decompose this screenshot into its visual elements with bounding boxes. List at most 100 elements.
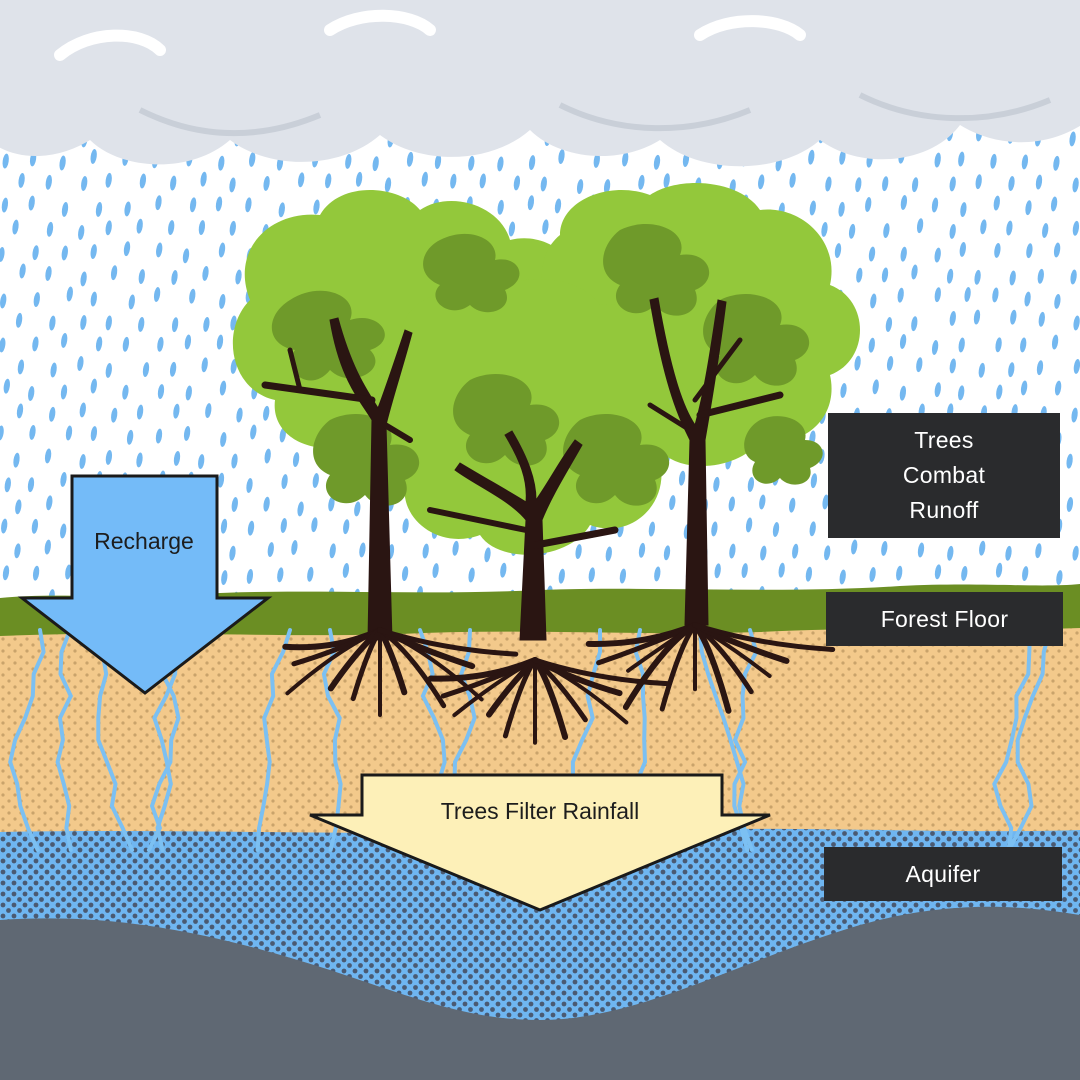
raindrop-icon xyxy=(1037,268,1044,284)
raindrop-icon xyxy=(46,221,54,237)
raindrop-icon xyxy=(978,362,985,378)
raindrop-icon xyxy=(230,358,237,374)
raindrop-icon xyxy=(1020,337,1027,353)
raindrop-icon xyxy=(1073,315,1080,331)
raindrop-icon xyxy=(772,522,780,537)
raindrop-icon xyxy=(247,520,255,536)
raindrop-icon xyxy=(124,201,131,217)
raindrop-icon xyxy=(78,225,85,240)
raindrop-icon xyxy=(307,566,314,582)
raindrop-icon xyxy=(1053,155,1060,171)
raindrop-icon xyxy=(1035,543,1042,559)
raindrop-icon xyxy=(402,518,409,534)
raindrop-icon xyxy=(838,201,845,217)
raindrop-icon xyxy=(1022,566,1029,582)
raindrop-icon xyxy=(663,173,670,189)
water-stream xyxy=(8,628,46,852)
raindrop-icon xyxy=(575,544,582,560)
raindrop-icon xyxy=(138,316,145,332)
raindrop-icon xyxy=(28,195,35,211)
raindrop-icon xyxy=(277,567,284,583)
raindrop-icon xyxy=(173,450,181,466)
raindrop-icon xyxy=(4,477,11,493)
raindrop-icon xyxy=(79,454,86,469)
raindrop-icon xyxy=(329,543,336,559)
raindrop-icon xyxy=(854,355,861,371)
raindrop-icon xyxy=(221,570,228,586)
raindrop-icon xyxy=(28,386,35,401)
raindrop-icon xyxy=(958,337,965,353)
raindrop-icon xyxy=(49,315,56,331)
raindrop-icon xyxy=(157,384,165,400)
raindrop-icon xyxy=(401,566,409,582)
filter-label: Trees Filter Rainfall xyxy=(440,798,640,824)
raindrop-icon xyxy=(372,156,379,172)
raindrop-icon xyxy=(622,151,629,167)
raindrop-icon xyxy=(450,173,457,189)
root-strand xyxy=(692,622,836,652)
raindrop-icon xyxy=(263,405,270,421)
raindrop-icon xyxy=(603,179,611,195)
raindrop-icon xyxy=(508,221,516,237)
raindrop-icon xyxy=(778,562,785,578)
raindrop-icon xyxy=(1008,362,1015,378)
raindrop-icon xyxy=(810,473,818,489)
raindrop-icon xyxy=(1073,358,1080,374)
raindrop-icon xyxy=(885,317,893,332)
raindrop-icon xyxy=(171,317,179,333)
raindrop-icon xyxy=(325,173,332,189)
raindrop-icon xyxy=(821,221,828,237)
raindrop-icon xyxy=(13,452,20,468)
raindrop-icon xyxy=(245,197,252,213)
raindrop-icon xyxy=(359,542,366,558)
raindrop-icon xyxy=(111,407,118,423)
raindrop-icon xyxy=(990,153,997,169)
raindrop-icon xyxy=(865,197,872,212)
raindrop-icon xyxy=(32,336,39,352)
raindrop-icon xyxy=(279,427,286,443)
raindrop-icon xyxy=(949,176,956,192)
raindrop-icon xyxy=(49,406,56,422)
raindrop-icon xyxy=(1054,380,1062,396)
raindrop-icon xyxy=(2,153,9,169)
raindrop-icon xyxy=(81,176,88,191)
raindrop-icon xyxy=(79,402,86,418)
raindrop-icon xyxy=(328,496,335,512)
raindrop-icon xyxy=(198,220,206,236)
raindrop-icon xyxy=(1026,243,1033,259)
water-stream xyxy=(732,628,759,852)
raindrop-icon xyxy=(1006,220,1013,236)
raindrop-icon xyxy=(215,196,223,212)
raindrop-icon xyxy=(432,563,439,579)
raindrop-icon xyxy=(250,424,257,440)
raindrop-icon xyxy=(839,149,846,165)
raindrop-icon xyxy=(155,195,162,211)
raindrop-icon xyxy=(975,174,982,190)
raindrop-icon xyxy=(44,448,52,464)
raindrop-icon xyxy=(182,248,190,264)
raindrop-icon xyxy=(653,154,661,170)
raindrop-icon xyxy=(421,171,428,187)
raindrop-icon xyxy=(33,292,40,308)
raindrop-icon xyxy=(59,155,66,171)
raindrop-icon xyxy=(869,567,876,582)
raindrop-icon xyxy=(45,174,52,190)
raindrop-icon xyxy=(896,565,903,581)
raindrop-icon xyxy=(198,454,205,470)
raindrop-icon xyxy=(974,269,981,285)
raindrop-icon xyxy=(122,336,130,352)
raindrop-icon xyxy=(513,175,521,191)
raindrop-icon xyxy=(173,403,180,419)
raindrop-icon xyxy=(45,266,52,281)
raindrop-icon xyxy=(588,567,595,583)
raindrop-icon xyxy=(219,293,226,309)
recharge-label: Recharge xyxy=(94,528,194,554)
raindrop-icon xyxy=(868,337,875,353)
raindrop-icon xyxy=(1042,223,1049,238)
raindrop-icon xyxy=(1021,154,1029,170)
raindrop-icon xyxy=(156,242,163,258)
water-stream xyxy=(1006,628,1052,852)
raindrop-icon xyxy=(663,545,671,561)
raindrop-icon xyxy=(468,567,475,583)
raindrop-icon xyxy=(170,175,177,191)
